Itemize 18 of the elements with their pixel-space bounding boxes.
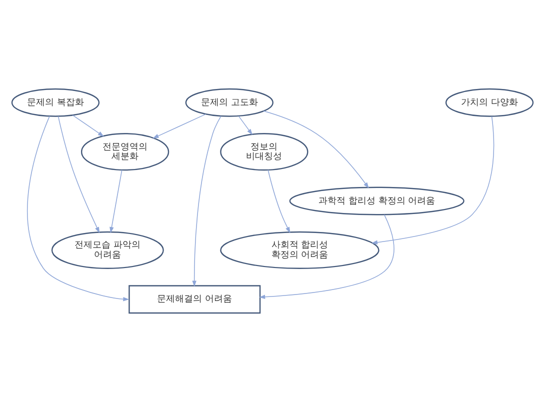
arrow [238,116,252,136]
arrow [72,114,104,137]
arrow [259,214,394,299]
node-ellipse: 문제의 고도화 [185,88,274,117]
arrow [263,110,369,188]
arrow [268,170,290,234]
node-ellipse: 가치의 다양화 [445,88,534,117]
arrow [371,116,494,244]
node-ellipse: 문제의 복잡화 [11,88,100,117]
arrow [152,114,206,138]
arrow [192,116,222,287]
node-ellipse: 정보의 비대칭성 [220,133,308,171]
node-ellipse: 전제모습 파악의 어려움 [51,231,164,269]
node-ellipse: 과학적 합리성 확정의 어려움 [289,186,464,216]
arrow [27,116,130,302]
node-box: 문제해결의 어려움 [128,285,261,314]
arrow [58,116,100,234]
arrow [110,170,122,234]
